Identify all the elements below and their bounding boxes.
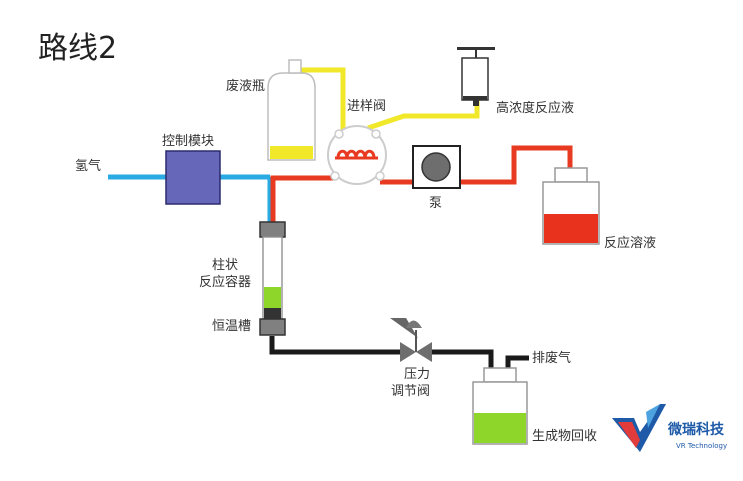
product-recovery-label: 生成物回收 (532, 429, 597, 444)
pump-label: 泵 (429, 196, 442, 211)
company-logo: 微瑞科技 VR Technology (612, 404, 727, 452)
pressure-valve-label-line2: 调节阀 (391, 384, 430, 399)
logo-name: 微瑞科技 (667, 421, 725, 438)
reaction-solution-label: 反应溶液 (604, 235, 656, 251)
high-conc-solution-label: 高浓度反应液 (496, 100, 574, 116)
exhaust-label: 排废气 (532, 350, 571, 366)
column-label-line1: 柱状 (212, 258, 238, 273)
column-label-line2: 反应容器 (199, 274, 251, 290)
injection-valve (327, 125, 387, 185)
waste-bottle-label: 废液瓶 (226, 78, 265, 94)
column-reactor (259, 221, 286, 336)
waste-bottle (267, 59, 316, 161)
reaction-solution-bottle (542, 167, 600, 245)
waste-line (296, 67, 480, 131)
syringe-icon (457, 47, 495, 106)
thermostat-label: 恒温槽 (212, 319, 251, 334)
control-module-label: 控制模块 (162, 134, 214, 149)
logo-subtitle: VR Technology (676, 442, 727, 450)
pump (412, 145, 461, 189)
product-recovery-bottle (472, 367, 528, 445)
pressure-valve-icon (390, 318, 432, 362)
hydrogen-line (108, 174, 273, 225)
injection-valve-label: 进样阀 (347, 99, 386, 114)
control-module-box (165, 150, 221, 205)
hydrogen-label: 氢气 (75, 158, 101, 174)
page-title: 路线2 (38, 31, 117, 66)
pressure-valve-label-line1: 压力 (404, 367, 430, 382)
